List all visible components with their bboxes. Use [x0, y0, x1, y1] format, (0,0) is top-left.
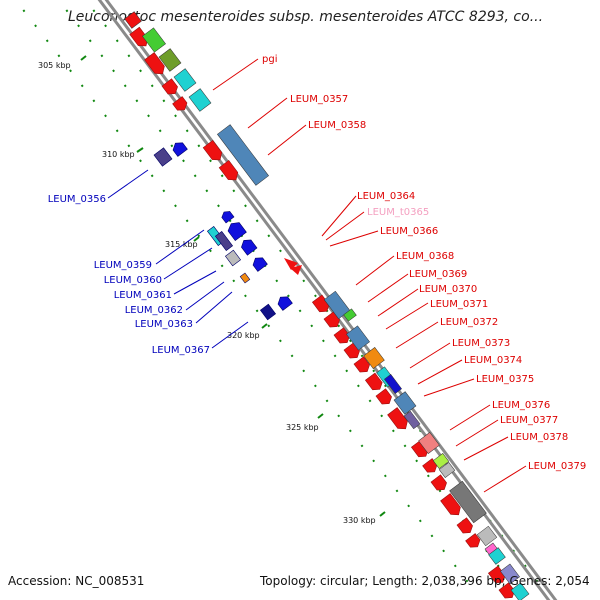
gene-label[interactable]: LEUM_0375 [476, 374, 534, 385]
left-gene-labels: LEUM_0356 LEUM_0359 LEUM_0360 LEUM_0361 … [48, 194, 210, 356]
gene-arrow [277, 296, 293, 311]
gene-arrow [252, 257, 268, 272]
cog-box [224, 249, 242, 267]
gene-label[interactable]: LEUM_0359 [94, 260, 152, 271]
gene-label[interactable]: LEUM_0370 [419, 284, 477, 295]
gene-label[interactable]: LEUM_0362 [125, 305, 183, 316]
gene-arrow [241, 239, 258, 256]
cog-box [217, 124, 269, 186]
cog-box [403, 410, 421, 430]
gene-arrow [387, 407, 408, 430]
gene-arrow [202, 139, 223, 161]
left-leader-lines [107, 169, 249, 349]
cog-box [363, 347, 385, 369]
gene-label[interactable]: LEUM_0379 [528, 461, 586, 472]
scale-label: 305 kbp [38, 61, 71, 70]
gene-label[interactable]: LEUM_0357 [290, 94, 348, 105]
gene-label[interactable]: LEUM_0367 [152, 345, 210, 356]
cog-box [158, 48, 182, 72]
cog-box [449, 480, 487, 524]
gene-label[interactable]: LEUM_0371 [430, 299, 488, 310]
cog-box [384, 374, 402, 394]
gene-label[interactable]: LEUM_0366 [380, 226, 438, 237]
gene-arrow [218, 159, 239, 181]
scale-label: 315 kbp [165, 240, 198, 249]
gene-arrow [353, 356, 370, 373]
trna-marker [284, 258, 302, 275]
gene-label-trna[interactable]: LEUM_t0365 [367, 207, 429, 218]
cog-box [418, 432, 440, 454]
scale-ticks [80, 55, 386, 517]
cog-box [476, 525, 498, 547]
gene-arrow [364, 372, 383, 391]
gene-arrow [440, 493, 461, 516]
gene-label[interactable]: LEUM_0377 [500, 415, 558, 426]
cog-box [188, 88, 212, 112]
gene-label[interactable]: LEUM_0372 [440, 317, 498, 328]
gene-label[interactable]: LEUM_0361 [114, 290, 172, 301]
genome-title: Leuconostoc mesenteroides subsp. mesente… [68, 9, 544, 25]
reverse-strand-genes [153, 142, 293, 321]
cog-box [438, 462, 456, 478]
right-gene-labels: pgi LEUM_0357 LEUM_0358 LEUM_0364 LEUM_t… [262, 54, 586, 472]
cog-box [214, 230, 234, 252]
gene-arrow [172, 142, 188, 157]
gene-arrow [153, 147, 173, 167]
gene-label[interactable]: LEUM_0374 [464, 355, 522, 366]
gene-arrow [375, 388, 392, 405]
gene-arrow [144, 52, 165, 75]
gene-label[interactable]: LEUM_0358 [308, 120, 366, 131]
cog-box [500, 563, 520, 585]
gene-arrow [227, 222, 247, 242]
gene-arrow [161, 78, 178, 95]
cog-box [510, 582, 530, 600]
cog-box [432, 453, 450, 469]
cog-box [393, 391, 417, 415]
gene-arrow [465, 533, 481, 548]
gene-label[interactable]: LEUM_0356 [48, 194, 106, 205]
gene-arrow [221, 211, 235, 224]
cog-box [488, 547, 506, 565]
scale-label: 320 kbp [227, 331, 260, 340]
accession-text: Accession: NC_008531 [8, 574, 145, 588]
cog-box [142, 27, 166, 53]
gene-label[interactable]: LEUM_0360 [104, 275, 162, 286]
gene-label[interactable]: LEUM_0376 [492, 400, 550, 411]
cog-category-boxes [124, 11, 530, 600]
right-leader-lines [212, 58, 527, 493]
gene-arrow [172, 96, 188, 111]
scale-label: 310 kbp [102, 150, 135, 159]
gene-label[interactable]: LEUM_0364 [357, 191, 415, 202]
scale-labels: 305 kbp 310 kbp 315 kbp 320 kbp 325 kbp … [38, 61, 376, 525]
gene-arrow [259, 303, 277, 321]
gene-arrow [430, 474, 447, 491]
scale-label: 330 kbp [343, 516, 376, 525]
cog-box [343, 308, 357, 322]
cog-box [124, 11, 142, 29]
topology-text: Topology: circular; Length: 2,038,396 bp… [260, 574, 590, 588]
scale-label: 325 kbp [286, 423, 319, 432]
gene-label[interactable]: LEUM_0373 [452, 338, 510, 349]
cog-box [346, 325, 370, 351]
gene-arrow [456, 517, 473, 534]
gene-label-pgi[interactable]: pgi [262, 54, 277, 65]
gene-label[interactable]: LEUM_0378 [510, 432, 568, 443]
forward-strand-genes [129, 26, 515, 599]
cog-box [239, 272, 251, 284]
gene-label[interactable]: LEUM_0363 [135, 319, 193, 330]
gene-label[interactable]: LEUM_0369 [409, 269, 467, 280]
cog-box [173, 68, 197, 92]
gene-label[interactable]: LEUM_0368 [396, 251, 454, 262]
